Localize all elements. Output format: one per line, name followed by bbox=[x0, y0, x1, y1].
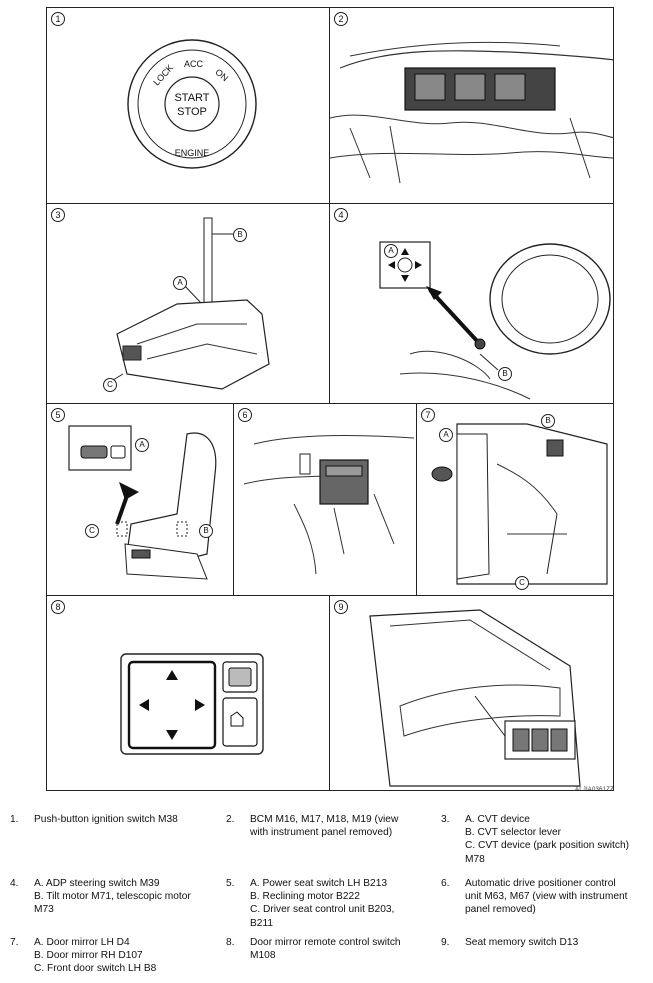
callout-b: B bbox=[233, 228, 247, 242]
ignition-switch-drawing bbox=[127, 39, 257, 169]
legend-text: Seat memory switch D13 bbox=[465, 937, 579, 948]
legend-text: BCM M16, M17, M18, M19 (view with instru… bbox=[250, 814, 399, 839]
legend-number: 1. bbox=[10, 814, 19, 825]
panel-3-cvt-device: 3 B A C bbox=[46, 203, 330, 404]
cvt-device-drawing bbox=[112, 217, 270, 390]
panel-5-power-seat: 5 A C B bbox=[46, 403, 234, 596]
start-label: START bbox=[174, 92, 210, 104]
legend-number: 2. bbox=[226, 814, 235, 825]
panel-number: 5 bbox=[51, 408, 65, 422]
panel-2-bcm: 2 bbox=[329, 7, 614, 204]
component-location-grid: 1 LOCK ACC ON START STOP ENGINE 2 3 bbox=[46, 7, 614, 791]
legend-number: 9. bbox=[441, 937, 450, 948]
callout-b: B bbox=[199, 524, 213, 538]
callout-a: A bbox=[135, 438, 149, 452]
callout-b: B bbox=[541, 414, 555, 428]
figure-reference-code: ALJIA0361ZZ bbox=[575, 787, 614, 793]
legend-text: Automatic drive positioner control unit … bbox=[465, 878, 628, 916]
panel-1-ignition-switch: 1 LOCK ACC ON START STOP ENGINE bbox=[46, 7, 330, 204]
panel-number: 7 bbox=[421, 408, 435, 422]
callout-a: A bbox=[384, 244, 398, 258]
panel-number: 1 bbox=[51, 12, 65, 26]
callout-b: B bbox=[498, 367, 512, 381]
panel-number: 9 bbox=[334, 600, 348, 614]
panel-7-door-mirror: 7 A B C bbox=[416, 403, 614, 596]
legend-text: A. CVT device B. CVT selector lever C. C… bbox=[465, 814, 629, 865]
legend-text: A. Door mirror LH D4 B. Door mirror RH D… bbox=[34, 937, 157, 975]
panel-6-drive-positioner-unit: 6 bbox=[233, 403, 417, 596]
legend-number: 3. bbox=[441, 814, 450, 825]
steering-switch-drawing bbox=[379, 241, 611, 400]
callout-a: A bbox=[173, 276, 187, 290]
legend-text: Door mirror remote control switch M108 bbox=[250, 937, 401, 962]
legend-number: 5. bbox=[226, 878, 235, 889]
panel-8-mirror-remote-switch: 8 bbox=[46, 595, 330, 791]
panel-number: 3 bbox=[51, 208, 65, 222]
legend-number: 7. bbox=[10, 937, 19, 948]
legend-text: A. Power seat switch LH B213 B. Reclinin… bbox=[250, 878, 395, 929]
power-seat-drawing bbox=[68, 425, 217, 580]
panel-9-seat-memory-switch: 9 bbox=[329, 595, 614, 791]
callout-a: A bbox=[439, 428, 453, 442]
panel-number: 6 bbox=[238, 408, 252, 422]
legend-number: 8. bbox=[226, 937, 235, 948]
stop-label: STOP bbox=[177, 106, 207, 118]
callout-c: C bbox=[85, 524, 99, 538]
ignition-acc-label: ACC bbox=[184, 59, 204, 69]
legend-text: Push-button ignition switch M38 bbox=[34, 814, 178, 825]
callout-c: C bbox=[103, 378, 117, 392]
legend-number: 6. bbox=[441, 878, 450, 889]
panel-4-adp-steering: 4 A B bbox=[329, 203, 614, 404]
control-unit-drawing bbox=[243, 435, 415, 575]
legend-text: A. ADP steering switch M39 B. Tilt motor… bbox=[34, 878, 191, 916]
door-trim-drawing bbox=[369, 609, 581, 787]
bcm-drawing bbox=[330, 41, 613, 184]
panel-number: 8 bbox=[51, 600, 65, 614]
door-mirror-drawing bbox=[431, 423, 608, 585]
mirror-switch-drawing bbox=[120, 653, 264, 755]
panel-number: 2 bbox=[334, 12, 348, 26]
ignition-engine-label: ENGINE bbox=[174, 148, 210, 158]
panel-number: 4 bbox=[334, 208, 348, 222]
legend-number: 4. bbox=[10, 878, 19, 889]
callout-c: C bbox=[515, 576, 529, 590]
